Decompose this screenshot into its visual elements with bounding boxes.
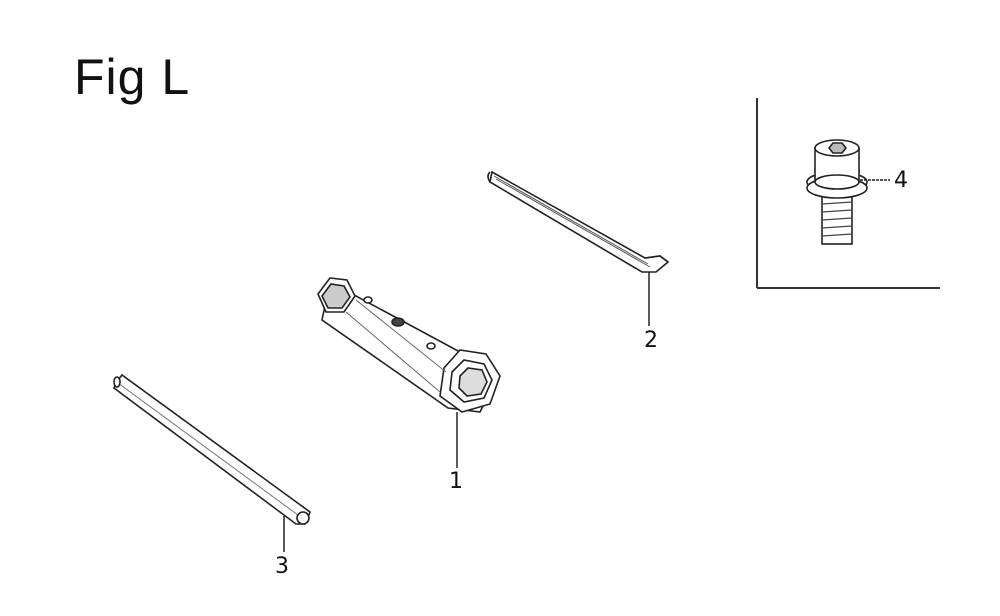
socket-head-bolt-icon xyxy=(806,139,868,245)
hex-key-icon xyxy=(487,170,670,273)
box-wrench-icon xyxy=(317,277,501,413)
callout-2: 2 xyxy=(644,328,658,353)
inset-frame xyxy=(756,98,940,289)
tommy-bar-icon xyxy=(112,373,311,525)
callout-1: 1 xyxy=(449,469,463,494)
callout-3: 3 xyxy=(275,554,289,579)
callout-4: 4 xyxy=(894,168,908,193)
figure-title: Fig L xyxy=(74,49,191,105)
